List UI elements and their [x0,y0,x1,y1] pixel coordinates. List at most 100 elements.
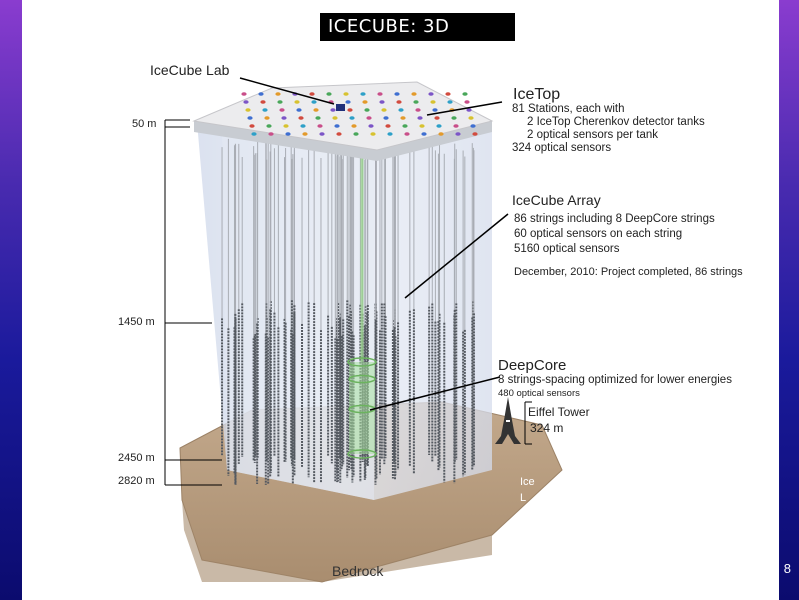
icetop-station-dot [302,132,308,136]
eiffel-title: Eiffel Tower [528,405,590,419]
icetop-station-dot [368,124,374,128]
icetop-station-dot [421,132,427,136]
icetop-station-dot [415,108,421,112]
icetop-station-dot [366,116,372,120]
deepcore-cylinder [347,148,377,459]
icetop-station-dot [313,108,319,112]
eiffel-height-bracket [524,401,532,445]
icetop-station-dot [245,108,251,112]
icetop-station-dot [343,92,349,96]
icetop-station-dot [455,132,461,136]
icetop-station-dot [411,92,417,96]
icetop-station-dot [430,100,436,104]
icetop-station-dot [298,116,304,120]
depth-scale [164,119,222,486]
icetop-station-dot [345,100,351,104]
overlay-text-line-1: Ice [520,476,535,488]
overlay-text-line-2: L [520,492,526,504]
icetop-station-dot [243,100,249,104]
icetop-station-dot [451,116,457,120]
icetop-station-dot [332,116,338,120]
icetop-station-dot [436,124,442,128]
icetop-station-dot [377,92,383,96]
icetop-station-dot [434,116,440,120]
icetop-station-dot [334,124,340,128]
icetop-station-dot [370,132,376,136]
icetop-station-dot [317,124,323,128]
icetop-station-dot [281,116,287,120]
array-line-2: 60 optical sensors on each string [514,228,682,240]
icetop-station-dot [398,108,404,112]
icetop-station-dot [264,116,270,120]
icetop-station-dot [462,92,468,96]
slide-canvas: 50 m 1450 m 2450 m 2820 m IceCube Lab Ic… [22,0,779,600]
icetop-station-dot [438,132,444,136]
icetop-station-dot [464,100,470,104]
icetop-station-dot [277,100,283,104]
icetop-station-dot [283,124,289,128]
right-border-gradient [777,0,799,600]
icetop-station-dot [468,116,474,120]
pointer-lines [239,77,509,411]
icetop-station-dot [413,100,419,104]
icetop-station-dot [360,92,366,96]
icetop-station-dot [249,124,255,128]
icetop-station-dot [319,132,325,136]
icecube-lab-building [336,104,345,111]
icetop-station-dot [294,100,300,104]
icetop-station-dot [364,108,370,112]
icetop-station-dot [268,132,274,136]
icetop-station-dot [279,108,285,112]
icetop-station-dot [432,108,438,112]
icetop-station-dot [387,132,393,136]
deepcore-title: DeepCore [498,357,566,374]
icetop-station-dot [402,124,408,128]
slide-title: ICECUBE: 3D [320,13,515,41]
page-number: 8 [783,561,791,576]
icetop-station-dot [251,132,257,136]
icetop-station-dot [247,116,253,120]
depth-label-50: 50 m [132,118,156,130]
icetop-surface-side [194,121,492,161]
icetop-station-dot [453,124,459,128]
icetop-station-dot [336,132,342,136]
icetop-station-dot [260,100,266,104]
icetop-station-dot [466,108,472,112]
detector-strings [221,135,475,485]
deepcore-line-1: 8 strings-spacing optimized for lower en… [498,374,732,386]
array-line-1: 86 strings including 8 DeepCore strings [514,213,715,225]
icetop-station-dot [472,132,478,136]
icetop-station-dot [396,100,402,104]
icetop-station-dot [353,132,359,136]
icetop-station-dot [326,92,332,96]
bedrock-front-face [182,500,492,582]
array-title: IceCube Array [512,192,601,208]
depth-label-2450: 2450 m [118,452,155,464]
depth-label-2820: 2820 m [118,475,155,487]
icetop-station-dot [262,108,268,112]
icetop-station-dot [241,92,247,96]
deepcore-line-2: 480 optical sensors [498,388,580,399]
icetop-station-dot [309,92,315,96]
icetop-station-dot [349,116,355,120]
icetop-sensor-dots [241,92,478,136]
icetop-line-2: 2 IceTop Cherenkov detector tanks [527,116,705,128]
icetop-station-dot [470,124,476,128]
icecube-lab-label: IceCube Lab [150,62,230,78]
icetop-station-dot [381,108,387,112]
icetop-line-4: 324 optical sensors [512,142,611,154]
icetop-station-dot [347,108,353,112]
icecube-diagram: 50 m 1450 m 2450 m 2820 m IceCube Lab Ic… [118,62,743,583]
icetop-station-dot [362,100,368,104]
array-line-3: 5160 optical sensors [514,243,620,255]
icetop-station-dot [428,92,434,96]
bedrock-label: Bedrock [332,563,384,579]
icetop-station-dot [394,92,400,96]
icetop-station-dot [419,124,425,128]
icetop-station-dot [285,132,291,136]
icetop-station-dot [275,92,281,96]
array-line-4: December, 2010: Project completed, 86 st… [514,266,743,278]
icetop-station-dot [315,116,321,120]
icetop-station-dot [296,108,302,112]
icetop-station-dot [445,92,451,96]
